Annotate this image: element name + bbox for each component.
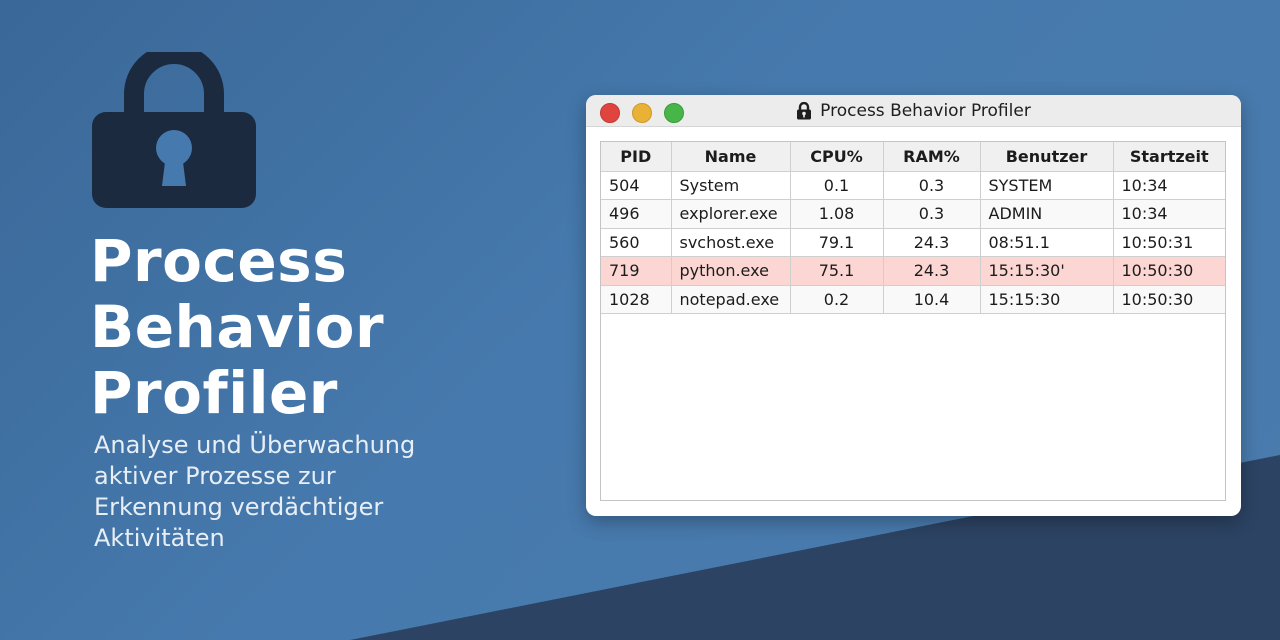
cell-cpu: 75.1 (790, 256, 884, 286)
table-row[interactable]: 1028 notepad.exe 0.2 10.4 15:15:30 10:50… (601, 285, 1225, 314)
process-table: PID Name CPU% RAM% Benutzer Startzeit 50… (601, 142, 1225, 314)
column-header-name[interactable]: Name (671, 142, 791, 172)
window-controls (600, 103, 684, 123)
cell-cpu: 0.2 (790, 285, 884, 314)
cell-user: SYSTEM (980, 171, 1114, 200)
hero-subtitle-line: aktiver Prozesse zur (94, 462, 336, 490)
cell-starttime: 10:34 (1113, 171, 1225, 200)
hero-subtitle-line: Aktivitäten (94, 524, 225, 552)
table-row[interactable]: 560 svchost.exe 79.1 24.3 08:51.1 10:50:… (601, 228, 1225, 257)
cell-ram: 24.3 (883, 228, 981, 257)
hero-title-line: Behavior (90, 293, 385, 361)
cell-user: 15:15:30 (980, 285, 1114, 314)
cell-starttime: 10:50:31 (1113, 228, 1225, 257)
column-header-pid[interactable]: PID (601, 142, 672, 172)
column-header-ram[interactable]: RAM% (883, 142, 981, 172)
minimize-window-button[interactable] (632, 103, 652, 123)
close-window-button[interactable] (600, 103, 620, 123)
cell-name: python.exe (671, 256, 791, 286)
cell-ram: 0.3 (883, 171, 981, 200)
padlock-icon (92, 52, 256, 208)
cell-name: System (671, 171, 791, 200)
hero-title-line: Profiler (90, 359, 338, 427)
cell-user: 15:15:30' (980, 256, 1114, 286)
cell-starttime: 10:34 (1113, 199, 1225, 229)
cell-cpu: 1.08 (790, 199, 884, 229)
table-header-row: PID Name CPU% RAM% Benutzer Startzeit (601, 142, 1225, 172)
app-window: Process Behavior Profiler PID Name (586, 95, 1241, 516)
cell-pid: 719 (601, 256, 672, 286)
cell-pid: 496 (601, 199, 672, 229)
column-header-starttime[interactable]: Startzeit (1113, 142, 1225, 172)
window-titlebar[interactable]: Process Behavior Profiler (586, 95, 1241, 127)
column-header-user[interactable]: Benutzer (980, 142, 1114, 172)
table-row-highlighted[interactable]: 719 python.exe 75.1 24.3 15:15:30' 10:50… (601, 256, 1225, 286)
maximize-window-button[interactable] (664, 103, 684, 123)
process-table-container[interactable]: PID Name CPU% RAM% Benutzer Startzeit 50… (600, 141, 1226, 501)
cell-pid: 1028 (601, 285, 672, 314)
hero-subtitle: Analyse und Überwachung aktiver Prozesse… (94, 430, 534, 554)
cell-user: ADMIN (980, 199, 1114, 229)
cell-ram: 10.4 (883, 285, 981, 314)
cell-ram: 0.3 (883, 199, 981, 229)
cell-cpu: 0.1 (790, 171, 884, 200)
cell-name: svchost.exe (671, 228, 791, 257)
hero-subtitle-line: Erkennung verdächtiger (94, 493, 384, 521)
cell-pid: 504 (601, 171, 672, 200)
column-header-cpu[interactable]: CPU% (790, 142, 884, 172)
cell-cpu: 79.1 (790, 228, 884, 257)
hero-title-line: Process (90, 227, 348, 295)
cell-starttime: 10:50:30 (1113, 285, 1225, 314)
hero-subtitle-line: Analyse und Überwachung (94, 431, 416, 459)
hero-title: Process Behavior Profiler (90, 228, 550, 426)
cell-starttime: 10:50:30 (1113, 256, 1225, 286)
table-row[interactable]: 496 explorer.exe 1.08 0.3 ADMIN 10:34 (601, 199, 1225, 229)
cell-ram: 24.3 (883, 256, 981, 286)
padlock-icon (797, 101, 812, 119)
table-row[interactable]: 504 System 0.1 0.3 SYSTEM 10:34 (601, 171, 1225, 200)
cell-user: 08:51.1 (980, 228, 1114, 257)
window-title: Process Behavior Profiler (820, 100, 1031, 121)
window-title-group: Process Behavior Profiler (796, 101, 1031, 121)
cell-name: notepad.exe (671, 285, 791, 314)
cell-pid: 560 (601, 228, 672, 257)
cell-name: explorer.exe (671, 199, 791, 229)
